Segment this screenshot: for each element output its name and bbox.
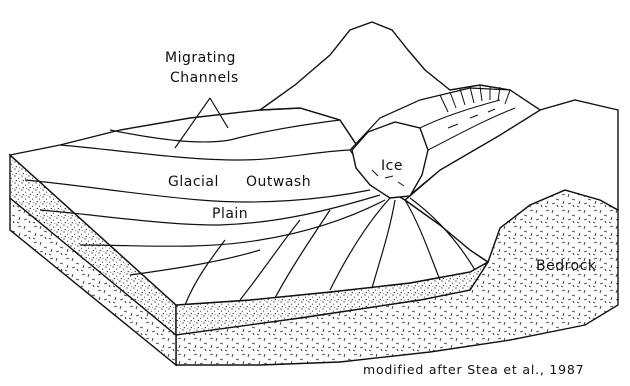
label-channels: Channels <box>170 70 239 86</box>
label-bedrock: Bedrock <box>536 258 597 274</box>
caption: modified after Stea et al., 1987 <box>363 362 584 377</box>
label-migrating: Migrating <box>165 50 236 66</box>
label-glacial: Glacial <box>168 174 219 190</box>
label-plain: Plain <box>212 206 248 222</box>
label-ice: Ice <box>381 158 403 174</box>
label-outwash: Outwash <box>246 174 311 190</box>
